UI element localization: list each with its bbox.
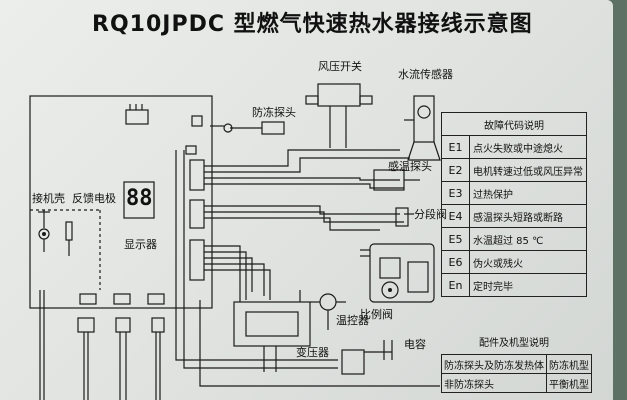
fault-table-title: 故障代码说明 bbox=[441, 112, 587, 136]
board-connector-small bbox=[191, 115, 203, 127]
label-display: 显示器 bbox=[124, 238, 157, 251]
display-window bbox=[123, 181, 155, 219]
board-connector-bottom-1 bbox=[79, 293, 97, 305]
label-temp-probe: 感温探头 bbox=[388, 160, 432, 173]
table-row: E1 点火失败或中途熄火 bbox=[441, 135, 587, 159]
display-digits: 88 bbox=[126, 186, 153, 211]
label-flow-sensor: 水流传感器 bbox=[398, 68, 453, 81]
label-thermostat: 温控器 bbox=[336, 314, 369, 327]
wiring-drawing bbox=[29, 83, 441, 400]
label-capacitor: 电容 bbox=[404, 338, 426, 351]
label-feedback-electrode: 反馈电极 bbox=[72, 192, 116, 205]
table-row: E2 电机转速过低或风压异常 bbox=[441, 158, 587, 182]
board-connector-top bbox=[125, 109, 149, 125]
config-table: 防冻探头及防冻发热体 防冻机型 非防冻探头 平衡机型 bbox=[441, 354, 592, 393]
control-board-outline bbox=[29, 95, 213, 309]
table-row: 防冻探头及防冻发热体 防冻机型 bbox=[441, 354, 592, 374]
table-row: E5 水温超过 85 ℃ bbox=[441, 227, 587, 251]
label-segment-valve: 分段阀 bbox=[414, 208, 447, 221]
diagram-title: RQ10JPDC 型燃气快速热水器接线示意图 bbox=[92, 12, 533, 37]
fault-code-table: 故障代码说明 E1 点火失败或中途熄火 E2 电机转速过低或风压异常 E3 过热… bbox=[441, 112, 587, 297]
wiring-diagram-label: RQ10JPDC 型燃气快速热水器接线示意图 bbox=[0, 0, 613, 400]
table-row: E6 伪火或残火 bbox=[441, 250, 587, 274]
table-row: En 定时完毕 bbox=[441, 273, 587, 297]
board-connector-1 bbox=[185, 145, 197, 155]
table-row: 非防冻探头 平衡机型 bbox=[441, 373, 592, 393]
label-proportional-valve: 比例阀 bbox=[360, 308, 393, 321]
board-connector-4 bbox=[189, 239, 205, 281]
label-antifreeze-probe: 防冻探头 bbox=[252, 106, 296, 119]
label-ground-shell: 接机壳 bbox=[32, 192, 65, 205]
config-table-title: 配件及机型说明 bbox=[479, 338, 549, 349]
board-connector-2 bbox=[189, 159, 205, 191]
board-connector-bottom-2 bbox=[113, 293, 131, 305]
board-connector-3 bbox=[189, 199, 205, 229]
label-transformer: 变压器 bbox=[296, 346, 329, 359]
table-row: E4 感温探头短路或断路 bbox=[441, 204, 587, 228]
board-connector-bottom-3 bbox=[147, 293, 165, 305]
table-row: E3 过热保护 bbox=[441, 181, 587, 205]
label-wind-switch: 风压开关 bbox=[318, 60, 362, 73]
